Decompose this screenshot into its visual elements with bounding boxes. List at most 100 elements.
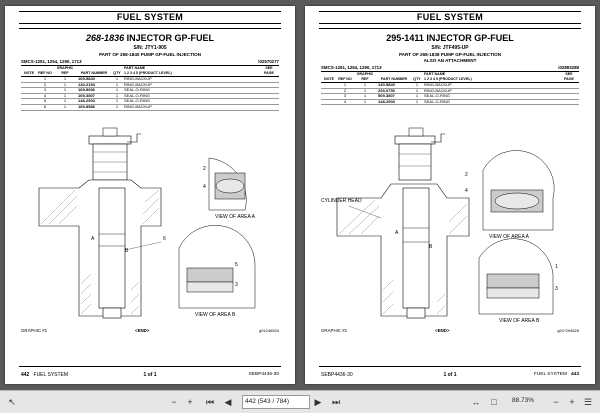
prev-page-icon[interactable]: ◀: [224, 397, 232, 407]
select-icon[interactable]: ↖: [8, 397, 16, 407]
column-header: GRAPHIC REF: [353, 71, 377, 83]
column-header: SEE PAGE: [259, 65, 279, 77]
parts-table: NOTE REF NO GRAPHIC REF PART NUMBER QTY …: [21, 65, 279, 111]
column-header: QTY: [411, 71, 423, 83]
header-rule: [19, 23, 281, 24]
ref-no-cell: 4: [337, 99, 353, 106]
column-header: PART NUMBER: [377, 71, 411, 83]
zoom-out-icon[interactable]: −: [171, 397, 177, 407]
part-name-cell: SEAL-O-RING: [123, 93, 259, 100]
footer-section: FUEL SYSTEM: [533, 372, 567, 377]
part-number-cell: 169-5840: [77, 76, 111, 83]
page-count: 1 of 1: [143, 372, 157, 378]
viewer-toolbar: ↖ − + ⏮ ◀ 442 (543 / 784) ▶ ⏭ ↔ □ 88.73%…: [0, 390, 600, 413]
cylinder-head-label: CYLINDER HEAD: [321, 198, 362, 204]
page-footer-right: FUEL SYSTEM 443: [534, 372, 579, 377]
qty-cell: 1: [111, 76, 123, 83]
reference-code: i02893288: [558, 65, 579, 70]
part-name-header: PART NAME: [424, 72, 446, 76]
zoom-level[interactable]: 88.73%: [512, 397, 535, 404]
column-header: REF NO: [37, 65, 53, 77]
ref-no-cell: 1: [337, 82, 353, 89]
see-page-cell: [259, 104, 279, 111]
callout: 4: [465, 188, 468, 194]
menu-icon[interactable]: ☰: [583, 397, 593, 407]
header-rule: [19, 11, 281, 12]
assembly-part-number: 268-1836: [86, 33, 125, 43]
column-header: PART NUMBER: [77, 65, 111, 77]
note-cell: [321, 88, 337, 95]
header-rule: [319, 11, 581, 12]
next-page-icon[interactable]: ▶: [314, 397, 322, 407]
first-page-icon[interactable]: ⏮: [205, 397, 215, 407]
assembly-name: INJECTOR GP-FUEL: [126, 33, 214, 43]
graphic-ref-cell: 1: [353, 88, 377, 95]
page-number-input[interactable]: 442 (543 / 784): [242, 395, 310, 409]
fit-width-icon[interactable]: ↔: [471, 397, 481, 407]
page-count: 1 of 1: [443, 372, 457, 378]
zoom-in-icon[interactable]: +: [187, 397, 193, 407]
callout: 2: [465, 172, 468, 178]
part-name-cell: SEAL-O-RING: [123, 88, 259, 94]
header-rule: [319, 28, 581, 29]
see-page-cell: [559, 99, 579, 106]
section-header: FUEL SYSTEM: [416, 12, 484, 22]
ref-no-cell: 6: [37, 104, 53, 111]
note-cell: [21, 87, 37, 94]
area-a-label: A: [91, 236, 95, 242]
see-page-cell: [259, 98, 279, 105]
footer-rule: [319, 366, 581, 367]
view-b-caption: VIEW OF AREA B: [195, 312, 236, 318]
fit-page-icon[interactable]: □: [491, 397, 497, 407]
column-header: NOTE: [21, 65, 37, 77]
callout: 4: [203, 184, 206, 190]
section-header: FUEL SYSTEM: [116, 12, 184, 22]
callout: 3: [555, 286, 558, 292]
note-cell: [321, 93, 337, 100]
right-page: FUEL SYSTEM 295-1411 INJECTOR GP-FUEL S/…: [305, 6, 595, 384]
serial-number: S/N: JTY1-905: [133, 45, 167, 51]
see-page-cell: [559, 88, 579, 95]
part-number-cell: 509-3807: [377, 94, 411, 100]
zoom-out-icon[interactable]: −: [553, 397, 559, 407]
injector-diagram: A B CYLINDER HEAD 2 4 VIEW OF AREA A 1 3…: [321, 127, 558, 324]
note-cell: [321, 82, 337, 89]
part-number-cell: 169-8586: [77, 104, 111, 111]
parts-table: NOTE REF NO GRAPHIC REF PART NUMBER QTY …: [321, 71, 579, 106]
callout: 2: [203, 166, 206, 172]
ref-no-cell: 3: [37, 88, 53, 94]
part-name-header: PART NAME: [124, 66, 146, 70]
assembly-title: 295-1411 INJECTOR GP-FUEL: [305, 33, 595, 43]
reference-code: i02570277: [258, 59, 279, 64]
column-header: NOTE: [321, 71, 337, 83]
graphic-ref-cell: 1: [353, 82, 377, 89]
part-number-cell: 140-5840: [377, 82, 411, 89]
note-cell: [21, 82, 37, 89]
column-header: SEE PAGE: [559, 71, 579, 83]
note-cell: [21, 93, 37, 100]
graphic-id: g01*294625: [557, 328, 579, 333]
part-name-cell: RING-BACKUP: [123, 76, 259, 83]
column-header: GRAPHIC REF: [53, 65, 77, 77]
document-number: SEBP4436-30: [248, 372, 279, 377]
part-of-text: PART OF 268-1840 PUMP GP-FUEL INJECTION: [98, 52, 202, 57]
qty-cell: 1: [111, 88, 123, 94]
see-page-cell: [259, 93, 279, 100]
qty-cell: 1: [411, 88, 423, 95]
ref-no-cell: 1: [37, 76, 53, 83]
zoom-in-icon[interactable]: +: [569, 397, 575, 407]
graphic-ref-cell: 1: [53, 76, 77, 83]
see-page-cell: [259, 76, 279, 83]
header-rule: [19, 28, 281, 29]
qty-cell: 1: [411, 82, 423, 89]
part-name-cell: RING-BACKUP: [123, 104, 259, 111]
end-marker: <END>: [135, 328, 150, 333]
last-page-icon[interactable]: ⏭: [331, 397, 341, 407]
